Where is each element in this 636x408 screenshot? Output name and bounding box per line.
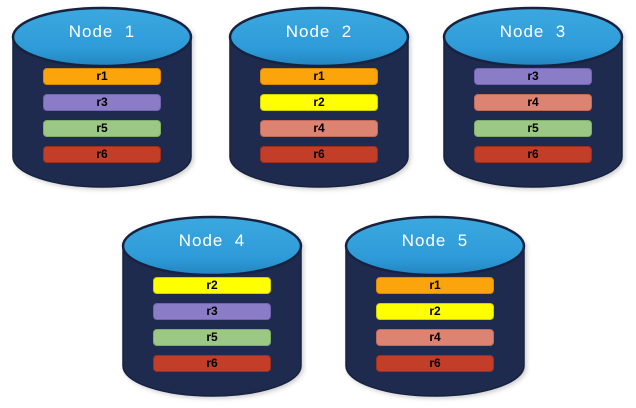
replica-list: r2 r3 r5 r6: [153, 277, 271, 381]
cylinder-top: [11, 6, 193, 68]
replica-label: r3: [206, 304, 218, 318]
replica-label: r1: [429, 278, 441, 292]
replica-bar: r3: [474, 68, 592, 85]
replica-bar: r3: [43, 94, 161, 111]
node-title: Node 1: [68, 22, 136, 41]
node-title: Node 3: [499, 22, 567, 41]
replica-bar: r5: [474, 120, 592, 137]
replica-list: r1 r2 r4 r6: [260, 68, 378, 172]
replica-bar: r5: [153, 329, 271, 346]
replica-label: r6: [206, 356, 218, 370]
replica-bar: r2: [376, 303, 494, 320]
node-4: Node 4 r2 r3 r5 r6: [120, 214, 304, 404]
replica-bar: r4: [260, 120, 378, 137]
replica-list: r1 r2 r4 r6: [376, 277, 494, 381]
replica-label: r5: [206, 330, 218, 344]
replica-bar: r6: [376, 355, 494, 372]
cylinder-top: [228, 6, 410, 68]
replica-label: r4: [429, 330, 441, 344]
replica-bar: r1: [260, 68, 378, 85]
replica-label: r6: [527, 147, 539, 161]
cylinder-top: [121, 215, 303, 277]
replica-bar: r6: [474, 146, 592, 163]
node-title: Node 2: [285, 22, 353, 41]
replica-label: r6: [96, 147, 108, 161]
replica-label: r1: [313, 69, 325, 83]
replica-label: r5: [527, 121, 539, 135]
replica-list: r3 r4 r5 r6: [474, 68, 592, 172]
replica-bar: r5: [43, 120, 161, 137]
replica-bar: r3: [153, 303, 271, 320]
node-title: Node 5: [401, 231, 469, 250]
replica-bar: r2: [260, 94, 378, 111]
replica-label: r5: [96, 121, 108, 135]
replica-bar: r1: [43, 68, 161, 85]
replica-label: r3: [527, 69, 539, 83]
replica-bar: r1: [376, 277, 494, 294]
replica-bar: r6: [153, 355, 271, 372]
node-2: Node 2 r1 r2 r4 r6: [227, 5, 411, 195]
replica-bar: r6: [43, 146, 161, 163]
replica-list: r1 r3 r5 r6: [43, 68, 161, 172]
replica-label: r4: [527, 95, 539, 109]
replica-label: r6: [429, 356, 441, 370]
replica-label: r2: [206, 278, 218, 292]
node-title: Node 4: [178, 231, 246, 250]
replica-bar: r6: [260, 146, 378, 163]
node-1: Node 1 r1 r3 r5 r6: [10, 5, 194, 195]
replica-label: r4: [313, 121, 325, 135]
cylinder-top: [344, 215, 526, 277]
replica-label: r1: [96, 69, 108, 83]
replica-bar: r2: [153, 277, 271, 294]
replica-bar: r4: [474, 94, 592, 111]
node-5: Node 5 r1 r2 r4 r6: [343, 214, 527, 404]
cylinder-top: [442, 6, 624, 68]
replica-label: r2: [313, 95, 325, 109]
replica-bar: r4: [376, 329, 494, 346]
replica-label: r3: [96, 95, 108, 109]
node-3: Node 3 r3 r4 r5 r6: [441, 5, 625, 195]
replica-label: r6: [313, 147, 325, 161]
replica-label: r2: [429, 304, 441, 318]
